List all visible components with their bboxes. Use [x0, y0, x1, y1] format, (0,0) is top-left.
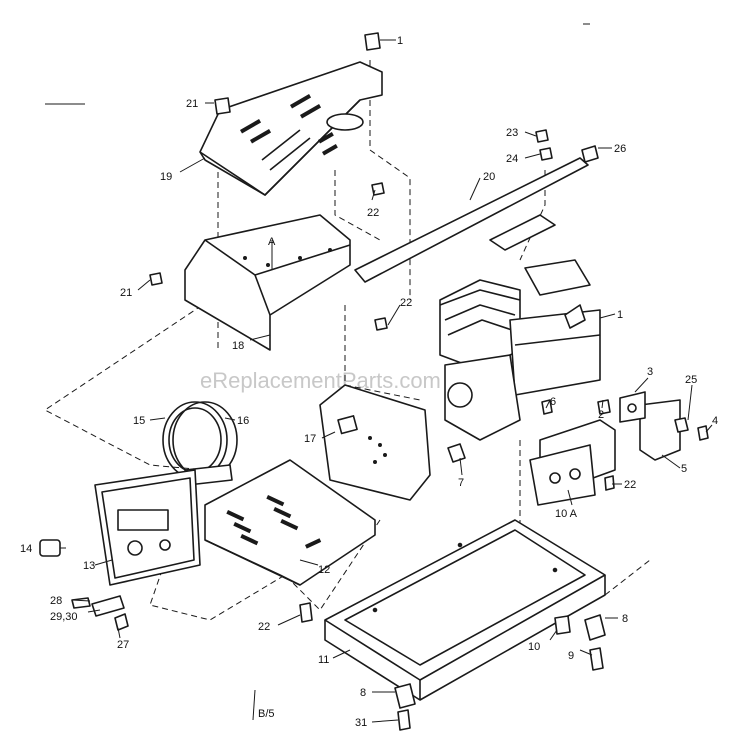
callout-22-mid: 22: [400, 297, 412, 309]
callout-15: 15: [133, 415, 145, 427]
callout-10: 10: [528, 641, 540, 653]
clamp-rings-15-16: [162, 401, 238, 486]
callout-22-top: 22: [367, 207, 379, 219]
mounts-and-bolts: [149, 32, 709, 731]
callout-7: 7: [458, 477, 464, 489]
view-a-label: A: [268, 236, 276, 248]
callout-29-30: 29,30: [50, 611, 78, 623]
top-cover-19: [199, 61, 383, 196]
callout-4: 4: [712, 415, 718, 427]
callout-2: 2: [598, 409, 604, 421]
callout-23: 23: [506, 127, 518, 139]
callout-31: 31: [355, 717, 367, 729]
callout-14: 14: [20, 543, 32, 555]
muffler-5: [529, 399, 681, 506]
callout-21-mid: 21: [120, 287, 132, 299]
callout-26: 26: [614, 143, 626, 155]
base-frame-11: [324, 519, 606, 701]
callout-13: 13: [83, 560, 95, 572]
callout-9: 9: [568, 650, 574, 662]
callout-1-engine: 1: [617, 309, 623, 321]
sheet-ref: B/5: [258, 708, 275, 720]
callout-28: 28: [50, 595, 62, 607]
callout-12: 12: [318, 564, 330, 576]
callout-11: 11: [318, 654, 329, 666]
side-plate-17: [319, 384, 431, 501]
callout-16: 16: [237, 415, 249, 427]
callout-5: 5: [681, 463, 687, 475]
callout-6: 6: [550, 396, 556, 408]
control-panel-13: [94, 469, 201, 586]
callout-18: 18: [232, 340, 244, 352]
callout-labels: 1 21 19 22 23 24 26 20 21 22 18 1 15 16 …: [20, 35, 718, 729]
callout-1-top: 1: [397, 35, 403, 47]
callout-8-bottom: 8: [360, 687, 366, 699]
gasket-3: [619, 391, 646, 423]
callout-22-right: 22: [624, 479, 636, 491]
callout-8-right: 8: [622, 613, 628, 625]
callout-27: 27: [117, 639, 129, 651]
callout-21-top: 21: [186, 98, 198, 110]
lower-shield-12: [204, 459, 376, 586]
leader-lines: [60, 39, 713, 723]
callout-22-bottom: 22: [258, 621, 270, 633]
rail-20: [354, 157, 589, 283]
engine-1: [439, 259, 601, 441]
lower-cover-18: [184, 214, 351, 351]
callout-20: 20: [483, 171, 495, 183]
callout-25: 25: [685, 374, 697, 386]
view-10a-label: 10 A: [555, 508, 578, 520]
callout-19: 19: [160, 171, 172, 183]
callout-3: 3: [647, 366, 653, 378]
callout-17: 17: [304, 433, 316, 445]
watermark: eReplacementParts.com: [200, 368, 441, 393]
callout-24: 24: [506, 153, 518, 165]
